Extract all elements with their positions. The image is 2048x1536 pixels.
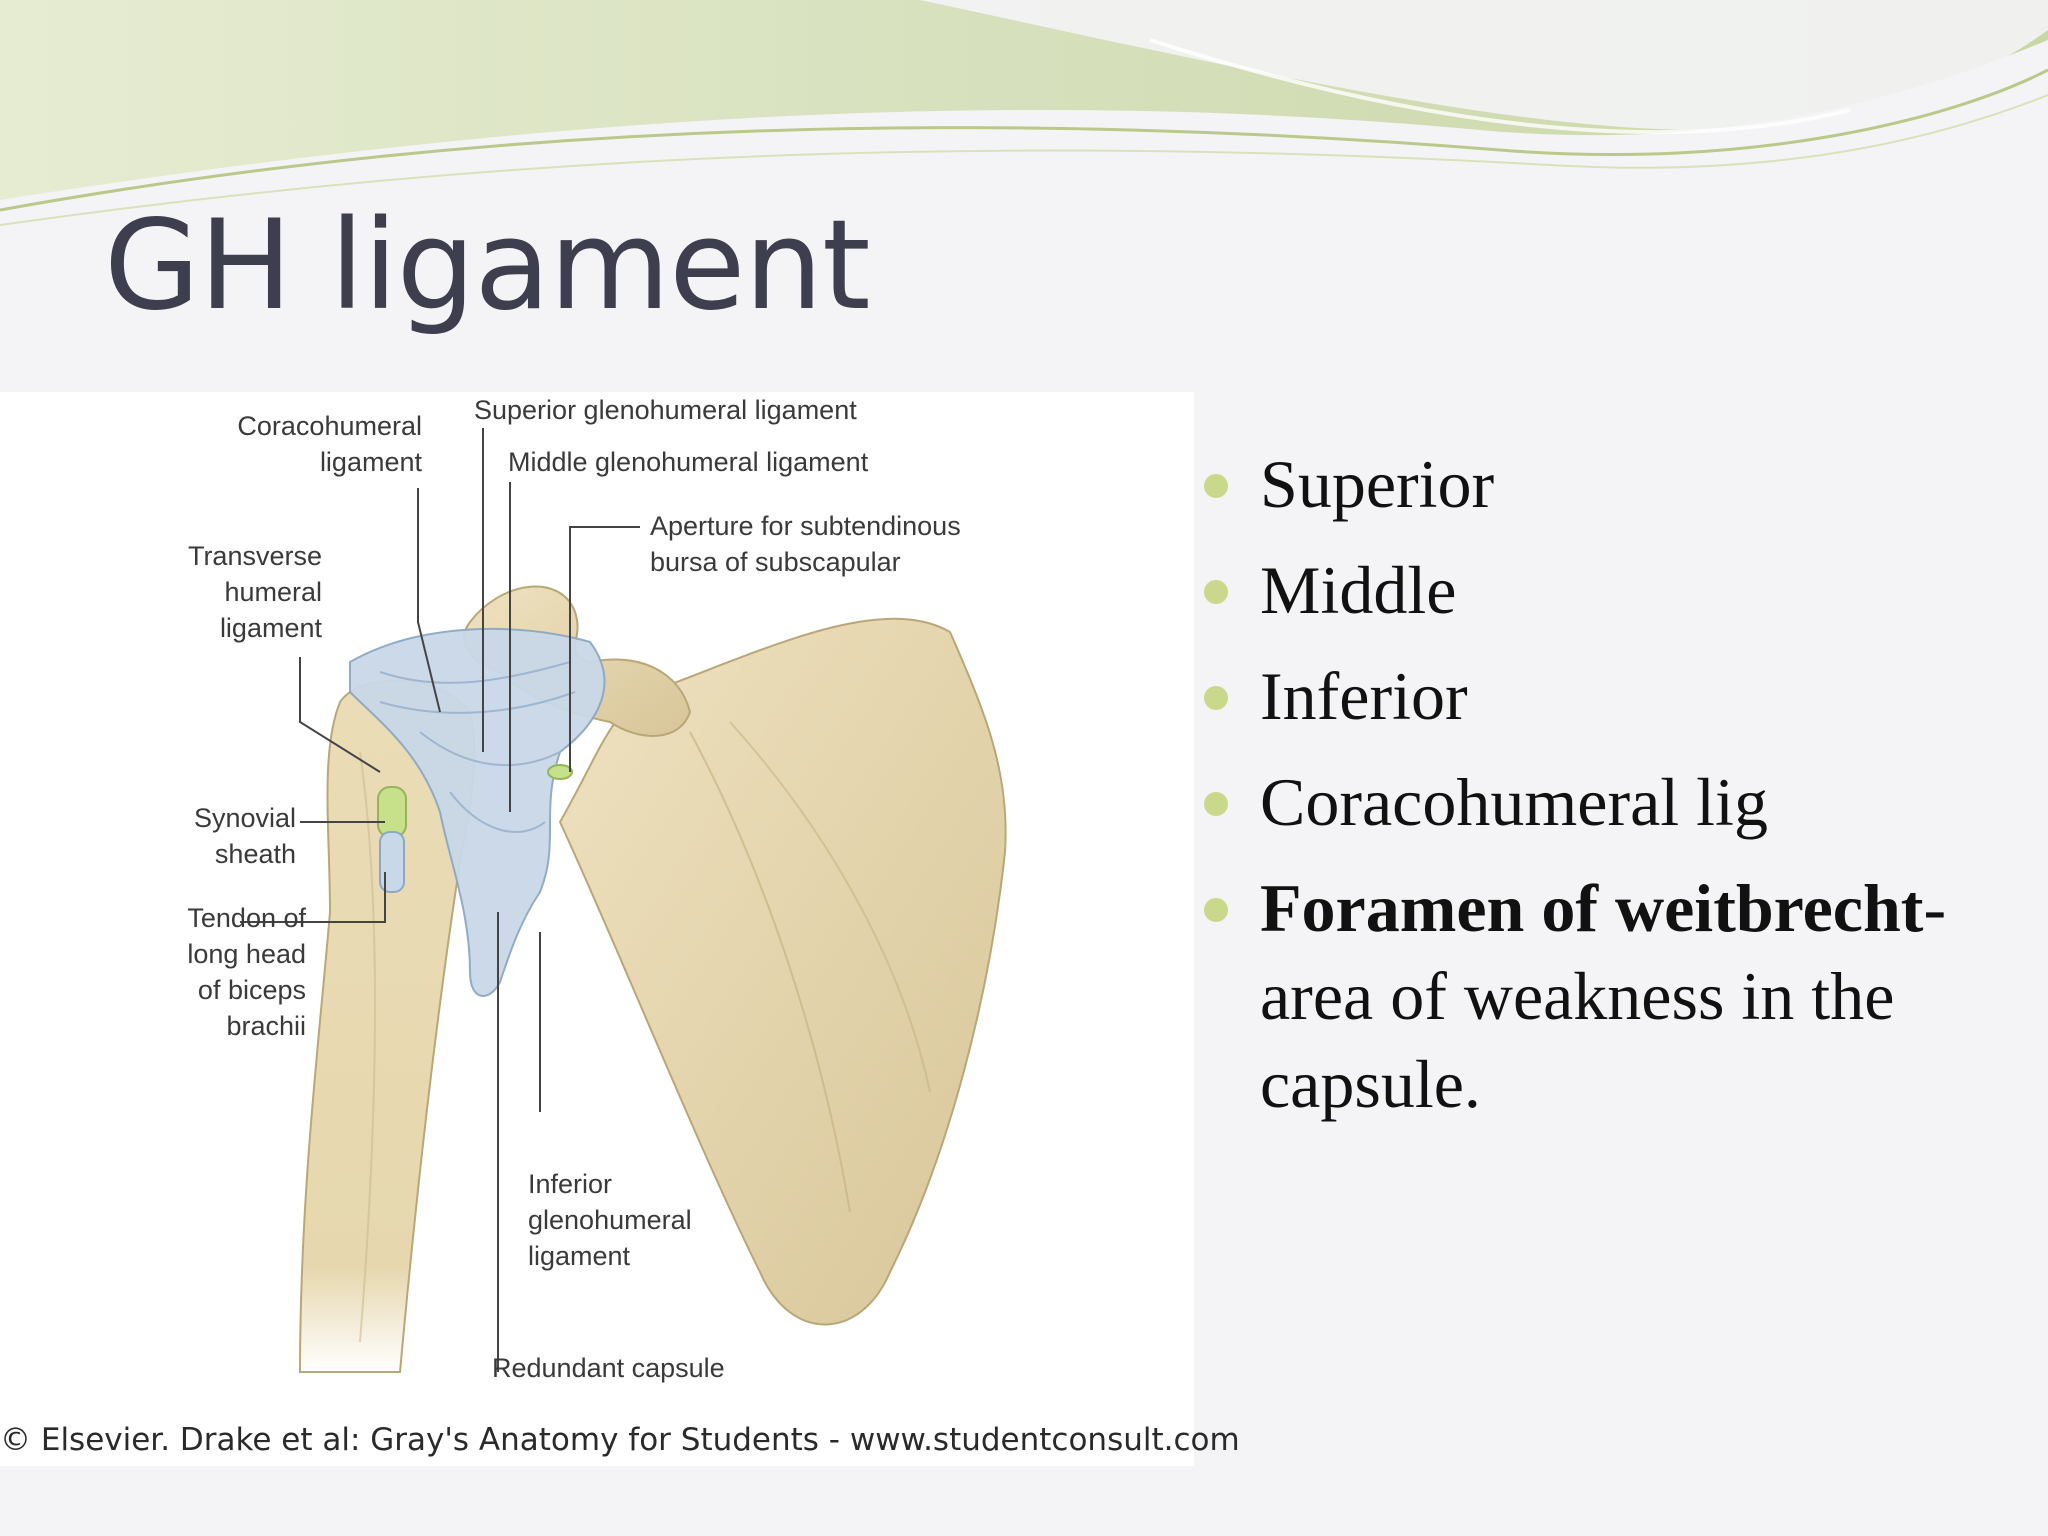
bullet-dot-icon xyxy=(1204,686,1228,710)
label-aperture-subscapular-bursa: Aperture for subtendinous bursa of subsc… xyxy=(650,511,961,577)
biceps-tendon xyxy=(379,831,405,893)
label-inferior-glenohumeral-ligament: Inferior glenohumeral ligament xyxy=(528,1169,692,1271)
bullet-bold-term: Foramen of weitbrecht xyxy=(1260,870,1924,946)
label-tendon-long-head-biceps: Tendon of long head of biceps brachii xyxy=(187,903,306,1041)
bullet-item-superior: Superior xyxy=(1200,440,2000,528)
slide-title: GH ligament xyxy=(104,194,871,338)
bullet-description: - area of weakness in the capsule. xyxy=(1260,870,1947,1122)
label-middle-glenohumeral-ligament: Middle glenohumeral ligament xyxy=(508,447,869,477)
synovial-sheath xyxy=(377,786,407,838)
label-superior-glenohumeral-ligament: Superior glenohumeral ligament xyxy=(474,395,857,425)
shoulder-anatomy-figure: Coracohumeral ligament Superior glenohum… xyxy=(0,392,1240,1466)
label-coracohumeral-ligament: Coracohumeral ligament xyxy=(237,411,422,477)
header-swoosh-decoration xyxy=(0,0,2048,226)
bullet-dot-icon xyxy=(1204,792,1228,816)
bursa-aperture xyxy=(547,764,573,780)
joint-capsule xyxy=(349,627,606,997)
shoulder-joint-illustration xyxy=(240,428,1007,1373)
label-redundant-capsule: Redundant capsule xyxy=(492,1353,725,1383)
bullet-dot-icon xyxy=(1204,474,1228,498)
label-transverse-humeral-ligament: Transverse humeral ligament xyxy=(187,541,322,643)
bullet-dot-icon xyxy=(1204,898,1228,922)
bullet-item-inferior: Inferior xyxy=(1200,652,2000,740)
bullet-item-middle: Middle xyxy=(1200,546,2000,634)
figure-credit: © Elsevier. Drake et al: Gray's Anatomy … xyxy=(0,1422,1240,1458)
bullet-list: Superior Middle Inferior Coracohumeral l… xyxy=(1200,440,2000,1146)
bullet-item-foramen-weitbrecht: Foramen of weitbrecht- area of weakness … xyxy=(1200,864,2000,1128)
bullet-item-coracohumeral: Coracohumeral lig xyxy=(1200,758,2000,846)
label-synovial-sheath: Synovial sheath xyxy=(193,803,296,869)
scapula xyxy=(558,617,1007,1326)
bullet-dot-icon xyxy=(1204,580,1228,604)
